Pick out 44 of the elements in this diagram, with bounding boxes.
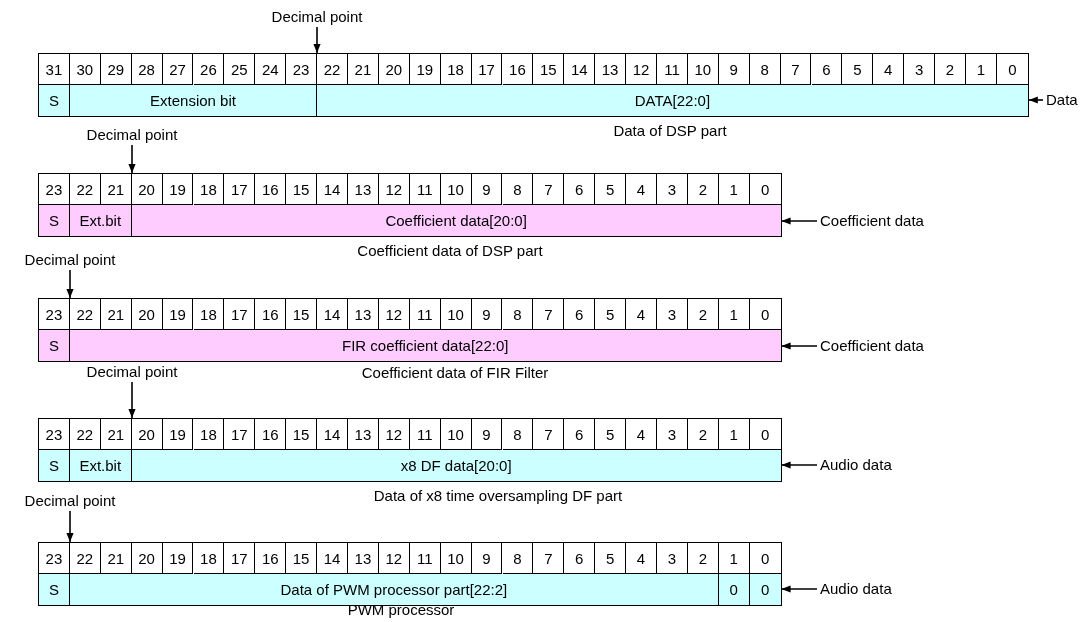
- register-frame: [38, 542, 782, 606]
- register-frame: [38, 53, 1029, 117]
- arrow: [66, 510, 74, 543]
- register-label: Coefficient data: [820, 337, 924, 355]
- pointer-label: Decimal point: [24, 251, 116, 269]
- bit-field: x8 DF data[20:0]: [131, 450, 781, 481]
- arrow: [128, 144, 136, 174]
- bit-field: 0: [749, 574, 781, 605]
- register-label: Audio data: [820, 580, 892, 598]
- bit-field: 0: [718, 574, 750, 605]
- register-label: Audio data: [820, 456, 892, 474]
- arrow: [1028, 96, 1044, 104]
- bit-field: S: [39, 85, 70, 116]
- register-description: Coefficient data of FIR Filter: [361, 364, 549, 382]
- bit-field: DATA[22:0]: [317, 85, 1028, 116]
- arrow: [780, 585, 818, 593]
- register-description: Coefficient data of DSP part: [357, 242, 543, 260]
- arrow: [780, 342, 818, 350]
- register-description: Data of DSP part: [613, 122, 727, 140]
- arrow: [66, 269, 74, 299]
- arrow: [313, 26, 321, 54]
- register-frame: [38, 298, 782, 362]
- pointer-label: Decimal point: [24, 492, 116, 510]
- bit-field: Data of PWM processor part[22:2]: [69, 574, 719, 605]
- register-label: Data: [1046, 91, 1078, 109]
- register-frame: [38, 173, 782, 237]
- bit-field: S: [39, 205, 70, 236]
- arrow: [780, 461, 818, 469]
- bit-field: Extension bit: [69, 85, 318, 116]
- register-label: Coefficient data: [820, 212, 924, 230]
- bit-field: S: [39, 574, 70, 605]
- bit-field: Ext.bit: [69, 205, 132, 236]
- arrow: [780, 217, 818, 225]
- bit-field: FIR coefficient data[22:0]: [69, 330, 781, 361]
- pointer-label: Decimal point: [271, 8, 363, 26]
- bit-field: S: [39, 450, 70, 481]
- pointer-label: Decimal point: [86, 363, 178, 381]
- pointer-label: Decimal point: [86, 126, 178, 144]
- register-description: Data of x8 time oversampling DF part: [373, 487, 623, 505]
- register-frame: [38, 418, 782, 482]
- bit-field: S: [39, 330, 70, 361]
- bit-field: Ext.bit: [69, 450, 132, 481]
- arrow: [128, 381, 136, 419]
- bit-field: Coefficient data[20:0]: [131, 205, 781, 236]
